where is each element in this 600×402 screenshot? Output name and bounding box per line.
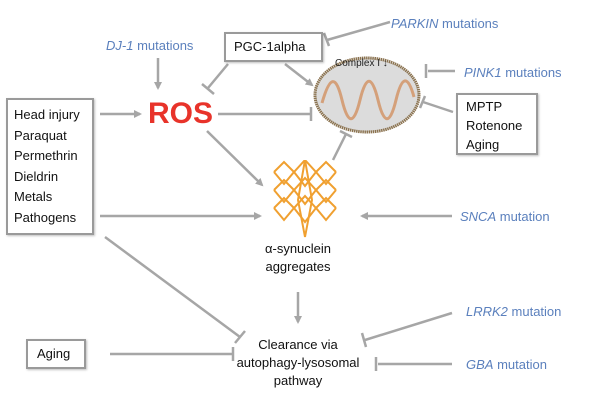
aggregate-icon — [273, 160, 337, 238]
factor-head-injury: Head injury — [14, 107, 80, 122]
edge-toxins-mito — [422, 100, 454, 114]
edge-pgc-mito — [284, 63, 314, 87]
clearance-line-3: pathway — [273, 373, 323, 388]
edge-lrrk2-clearance — [364, 311, 453, 342]
toxins-box: MPTP Rotenone Aging — [456, 93, 538, 155]
edge-env-clearance — [104, 235, 241, 339]
clearance-pathway-label: Clearance via autophagy-lysosomal pathwa… — [228, 336, 368, 390]
ros-label: ROS — [148, 97, 214, 130]
gene-snca-label: SNCA mutation — [460, 209, 550, 224]
toxin-rotenone: Rotenone — [466, 118, 523, 133]
clearance-line-1: Clearance via — [258, 337, 338, 352]
edge-aggregates-mito — [331, 133, 348, 161]
gene-pink1-label: PINK1 mutations — [464, 65, 562, 80]
mitochondrion-icon — [313, 56, 421, 134]
gene-parkin-label: PARKIN mutations — [391, 16, 499, 31]
gene-lrrk2-label: LRRK2 mutation — [466, 304, 562, 319]
factor-permethrin: Permethrin — [14, 148, 78, 163]
toxin-aging: Aging — [466, 137, 500, 152]
alpha-synuclein-aggregates-label: α-synuclein aggregates — [248, 240, 348, 276]
synuclein-line-2: aggregates — [265, 259, 331, 274]
pgc-1alpha-label: PGC-1alpha — [234, 39, 306, 54]
synuclein-line-1: α-synuclein — [264, 241, 332, 256]
complex-i-label: Complex I ↓ — [335, 58, 388, 69]
edge-parkin-pgc — [326, 20, 391, 42]
down-arrow-icon: ↓ — [382, 58, 388, 69]
clearance-line-2: autophagy-lysosomal — [236, 355, 360, 370]
environmental-factors-box: Head injury Paraquat Permethrin Dieldrin… — [6, 98, 94, 235]
factor-metals: Metals — [14, 189, 53, 204]
gene-gba-label: GBA mutation — [466, 357, 547, 372]
aging-label: Aging — [37, 346, 71, 361]
edge-pgc-ros — [207, 63, 229, 89]
gene-dj1-label: DJ-1 mutations — [106, 38, 194, 53]
factor-paraquat: Paraquat — [14, 127, 67, 143]
aging-box: Aging — [26, 339, 86, 369]
toxin-mptp: MPTP — [466, 99, 503, 114]
factor-pathogens: Pathogens — [14, 209, 77, 225]
pgc-1alpha-box: PGC-1alpha — [224, 32, 323, 62]
factor-dieldrin: Dieldrin — [14, 168, 59, 184]
edge-ros-aggregates — [206, 130, 264, 187]
